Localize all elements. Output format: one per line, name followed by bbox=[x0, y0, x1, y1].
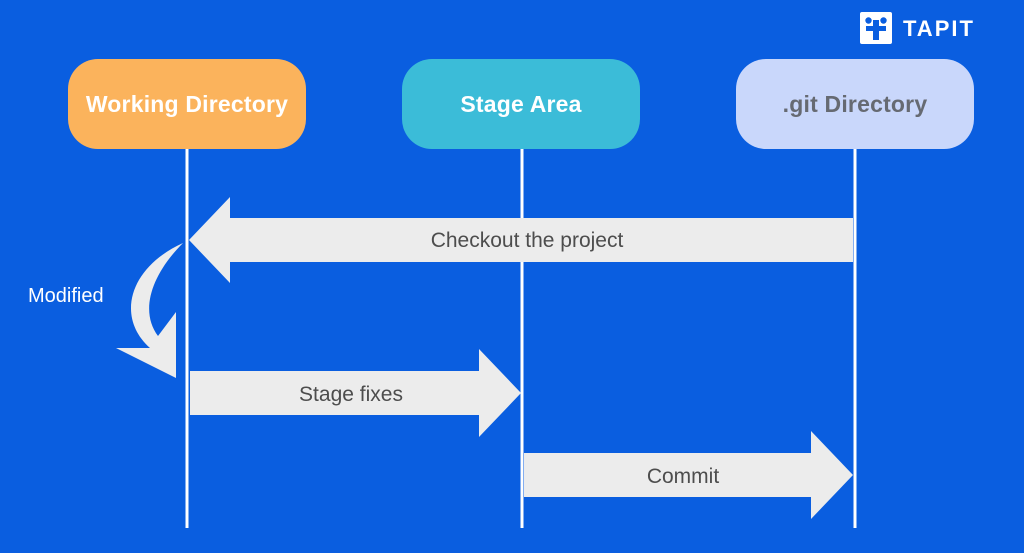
commit-arrow bbox=[524, 431, 853, 519]
lifelines bbox=[185, 148, 857, 528]
node-git-directory: .git Directory bbox=[736, 59, 974, 149]
node-working-directory: Working Directory bbox=[68, 59, 306, 149]
flow-stage-fixes: Stage fixes bbox=[190, 349, 521, 437]
node-working-directory-label: Working Directory bbox=[86, 91, 288, 117]
stage-fixes-arrow bbox=[190, 349, 521, 437]
node-git-directory-label: .git Directory bbox=[783, 91, 928, 117]
stage-fixes-label: Stage fixes bbox=[299, 383, 403, 406]
node-stage-area: Stage Area bbox=[402, 59, 640, 149]
node-stage-area-label: Stage Area bbox=[460, 91, 581, 117]
node-stage-area-box bbox=[402, 59, 640, 149]
checkout-arrow-label: Checkout the project bbox=[431, 229, 624, 252]
checkout-arrow bbox=[189, 197, 853, 283]
flow-modified: Modified bbox=[28, 243, 183, 378]
brand-logo: TAPIT bbox=[860, 12, 975, 44]
commit-label: Commit bbox=[647, 465, 719, 488]
modified-curved-arrow bbox=[116, 243, 183, 378]
flow-commit: Commit bbox=[524, 431, 853, 519]
node-working-directory-box bbox=[68, 59, 306, 149]
tapit-cross-icon bbox=[865, 17, 887, 40]
flow-checkout: Checkout the project bbox=[189, 197, 853, 283]
modified-label: Modified bbox=[28, 285, 104, 307]
node-git-directory-box bbox=[736, 59, 974, 149]
brand-name: TAPIT bbox=[903, 16, 975, 41]
